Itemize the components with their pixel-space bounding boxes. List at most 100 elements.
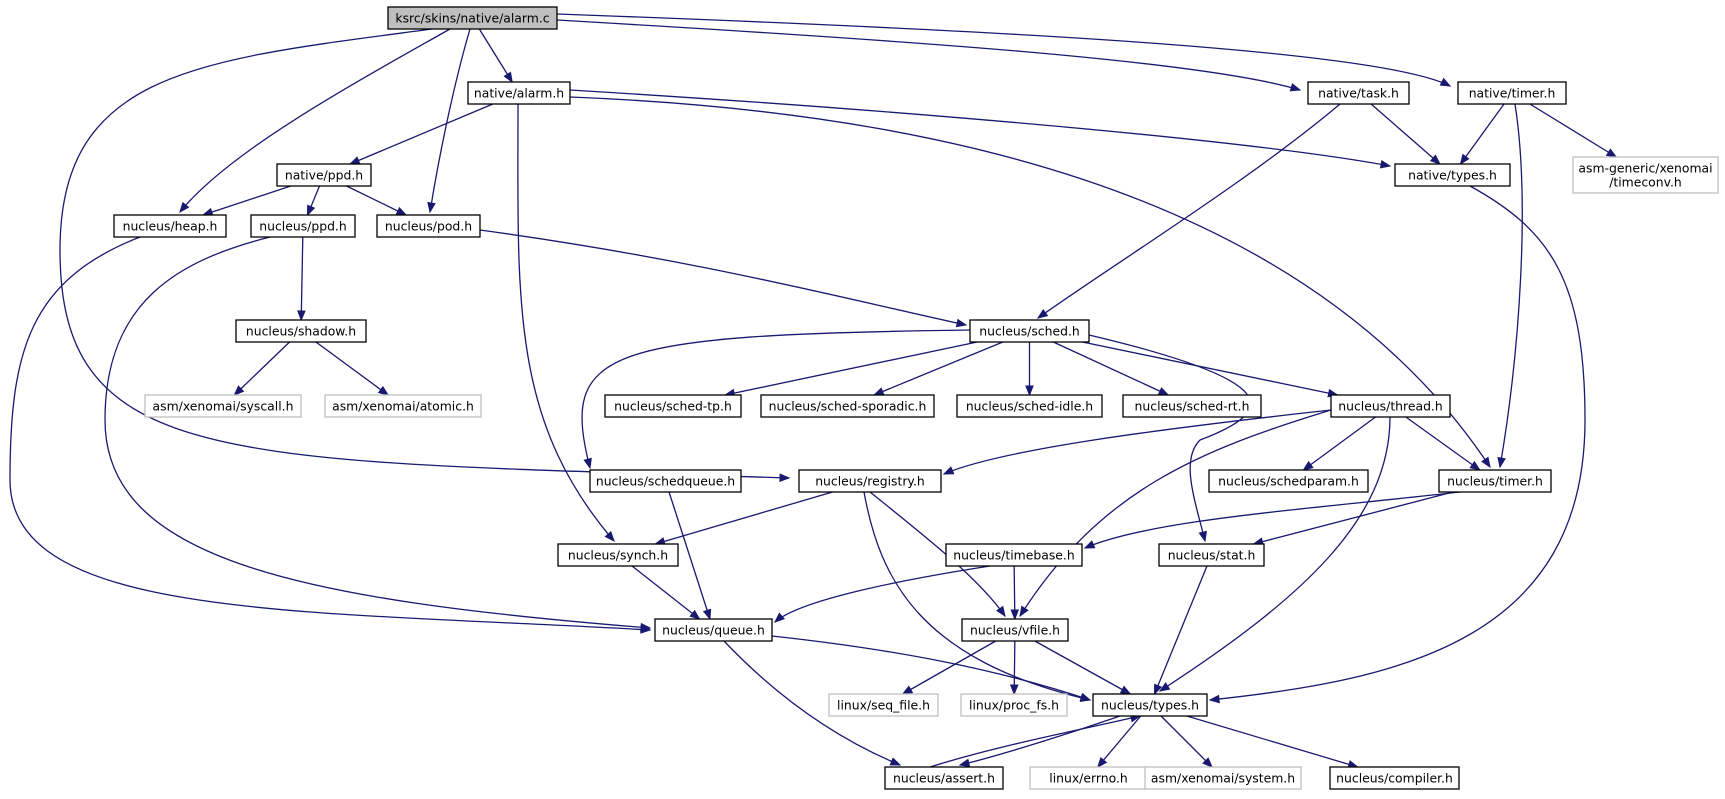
- edge-arrowhead: [377, 385, 390, 396]
- edge-line: [1037, 103, 1341, 319]
- edge-nucleus-vfile-h-to-seq-file-h: [901, 640, 997, 695]
- node-label: linux/seq_file.h: [837, 697, 930, 712]
- edge-line: [478, 28, 513, 83]
- node-nucleus-registry-h[interactable]: nucleus/registry.h: [798, 469, 942, 493]
- edge-nucleus-sched-h-to-sched-tp-h: [723, 341, 978, 398]
- node-native-timer-h[interactable]: native/timer.h: [1457, 81, 1567, 105]
- node-root[interactable]: ksrc/skins/native/alarm.c: [387, 6, 558, 30]
- edge-nucleus-types-h-to-nucleus-compiler-h: [1186, 715, 1359, 769]
- edge-nucleus-shadow-h-to-atomic-h: [315, 341, 390, 396]
- node-box: [1394, 163, 1511, 187]
- node-nucleus-timer-h[interactable]: nucleus/timer.h: [1438, 469, 1552, 493]
- edge-nucleus-registry-h-to-nucleus-synch-h: [654, 491, 833, 546]
- edge-line: [556, 13, 1451, 87]
- edge-nucleus-timebase-h-to-nucleus-vfile-h: [1010, 565, 1020, 621]
- edge-nucleus-thread-h-to-nucleus-schedparam-h: [1302, 416, 1376, 471]
- node-label: nucleus/thread.h: [1338, 398, 1442, 413]
- node-nucleus-schedparam-h[interactable]: nucleus/schedparam.h: [1208, 469, 1369, 493]
- edge-nucleus-timer-h-to-nucleus-stat-h: [1252, 491, 1454, 546]
- node-box: [604, 394, 742, 418]
- edge-line: [631, 565, 700, 620]
- node-box: [144, 394, 302, 418]
- node-nucleus-thread-h[interactable]: nucleus/thread.h: [1330, 394, 1451, 418]
- edge-nucleus-queue-h-to-nucleus-types-h: [771, 635, 1092, 702]
- node-box: [884, 766, 1004, 790]
- node-box: [961, 618, 1069, 642]
- edge-arrowhead: [689, 609, 701, 620]
- node-atomic-h: asm/xenomai/atomic.h: [324, 394, 482, 418]
- node-native-types-h[interactable]: native/types.h: [1394, 163, 1511, 187]
- edge-native-alarm-h-to-native-types-h: [569, 89, 1392, 169]
- edge-line: [723, 640, 901, 766]
- edge-line: [1499, 103, 1523, 468]
- node-nucleus-compiler-h[interactable]: nucleus/compiler.h: [1329, 766, 1460, 790]
- edge-line: [1209, 185, 1586, 701]
- node-nucleus-shadow-h[interactable]: nucleus/shadow.h: [235, 319, 367, 343]
- node-nucleus-heap-h[interactable]: nucleus/heap.h: [113, 214, 227, 238]
- node-native-ppd-h[interactable]: native/ppd.h: [276, 163, 372, 187]
- edge-line: [1097, 715, 1142, 768]
- node-nucleus-stat-h[interactable]: nucleus/stat.h: [1158, 543, 1265, 567]
- node-label: nucleus/registry.h: [815, 473, 925, 488]
- edge-line: [479, 229, 967, 326]
- node-box: [467, 81, 571, 105]
- node-box: [760, 394, 935, 418]
- node-label: native/types.h: [1408, 167, 1497, 182]
- edge-arrowhead: [1379, 159, 1392, 169]
- node-syscall-h: asm/xenomai/syscall.h: [144, 394, 302, 418]
- node-nucleus-vfile-h[interactable]: nucleus/vfile.h: [961, 618, 1069, 642]
- edge-native-alarm-h-to-native-ppd-h: [348, 103, 494, 165]
- node-box: [798, 469, 942, 493]
- edge-native-types-h-to-nucleus-types-h: [1208, 185, 1586, 704]
- edge-line: [1159, 416, 1391, 692]
- node-box: [969, 319, 1090, 343]
- edge-arrowhead: [996, 605, 1006, 618]
- edge-line: [1186, 715, 1358, 768]
- edge-arrowhead: [583, 457, 592, 470]
- edge-line: [569, 89, 1391, 167]
- node-box: [387, 6, 558, 30]
- node-nucleus-sched-h[interactable]: nucleus/sched.h: [969, 319, 1090, 343]
- edge-arrowhead: [1429, 154, 1441, 165]
- node-nucleus-ppd-h[interactable]: nucleus/ppd.h: [250, 214, 356, 238]
- node-box: [1307, 81, 1410, 105]
- edge-nucleus-vfile-h-to-proc-fs-h: [1009, 640, 1019, 696]
- node-sched-idle-h[interactable]: nucleus/sched-idle.h: [956, 394, 1103, 418]
- edge-arrowhead: [779, 473, 791, 483]
- node-nucleus-assert-h[interactable]: nucleus/assert.h: [884, 766, 1004, 790]
- node-label: nucleus/synch.h: [568, 547, 668, 562]
- edge-arrowhead: [1019, 605, 1029, 618]
- edge-line: [429, 28, 471, 213]
- edge-arrowhead: [702, 608, 712, 621]
- node-box: [956, 394, 1103, 418]
- node-nucleus-pod-h[interactable]: nucleus/pod.h: [376, 214, 481, 238]
- node-sched-rt-h[interactable]: nucleus/sched-rt.h: [1122, 394, 1262, 418]
- edge-native-task-h-to-native-types-h: [1370, 103, 1441, 165]
- node-box: [960, 693, 1068, 717]
- node-nucleus-timebase-h[interactable]: nucleus/timebase.h: [945, 543, 1083, 567]
- edge-arrowhead: [1079, 692, 1092, 702]
- edge-arrowhead: [1497, 456, 1506, 469]
- node-sched-tp-h[interactable]: nucleus/sched-tp.h: [604, 394, 742, 418]
- edge-root-to-native-alarm-h: [478, 28, 513, 84]
- node-native-task-h[interactable]: native/task.h: [1307, 81, 1410, 105]
- node-box: [324, 394, 482, 418]
- node-label: nucleus/heap.h: [123, 218, 218, 233]
- edge-arrowhead: [1202, 757, 1213, 768]
- node-label: native/task.h: [1318, 85, 1399, 100]
- node-label: nucleus/timer.h: [1447, 473, 1543, 488]
- node-nucleus-synch-h[interactable]: nucleus/synch.h: [557, 543, 679, 567]
- node-sched-sporadic-h[interactable]: nucleus/sched-sporadic.h: [760, 394, 935, 418]
- node-label: nucleus/assert.h: [893, 770, 995, 785]
- node-box: [113, 214, 227, 238]
- edge-line: [300, 236, 304, 321]
- node-nucleus-queue-h[interactable]: nucleus/queue.h: [654, 618, 773, 642]
- edge-native-alarm-h-to-nucleus-timer-h: [569, 96, 1491, 469]
- node-label: nucleus/ppd.h: [259, 218, 346, 233]
- edge-arrowhead: [1119, 685, 1132, 695]
- node-nucleus-schedqueue-h[interactable]: nucleus/schedqueue.h: [589, 469, 742, 493]
- node-nucleus-types-h[interactable]: nucleus/types.h: [1092, 693, 1208, 717]
- edge-line: [203, 185, 291, 216]
- edge-arrowhead: [901, 685, 914, 695]
- node-native-alarm-h[interactable]: native/alarm.h: [467, 81, 571, 105]
